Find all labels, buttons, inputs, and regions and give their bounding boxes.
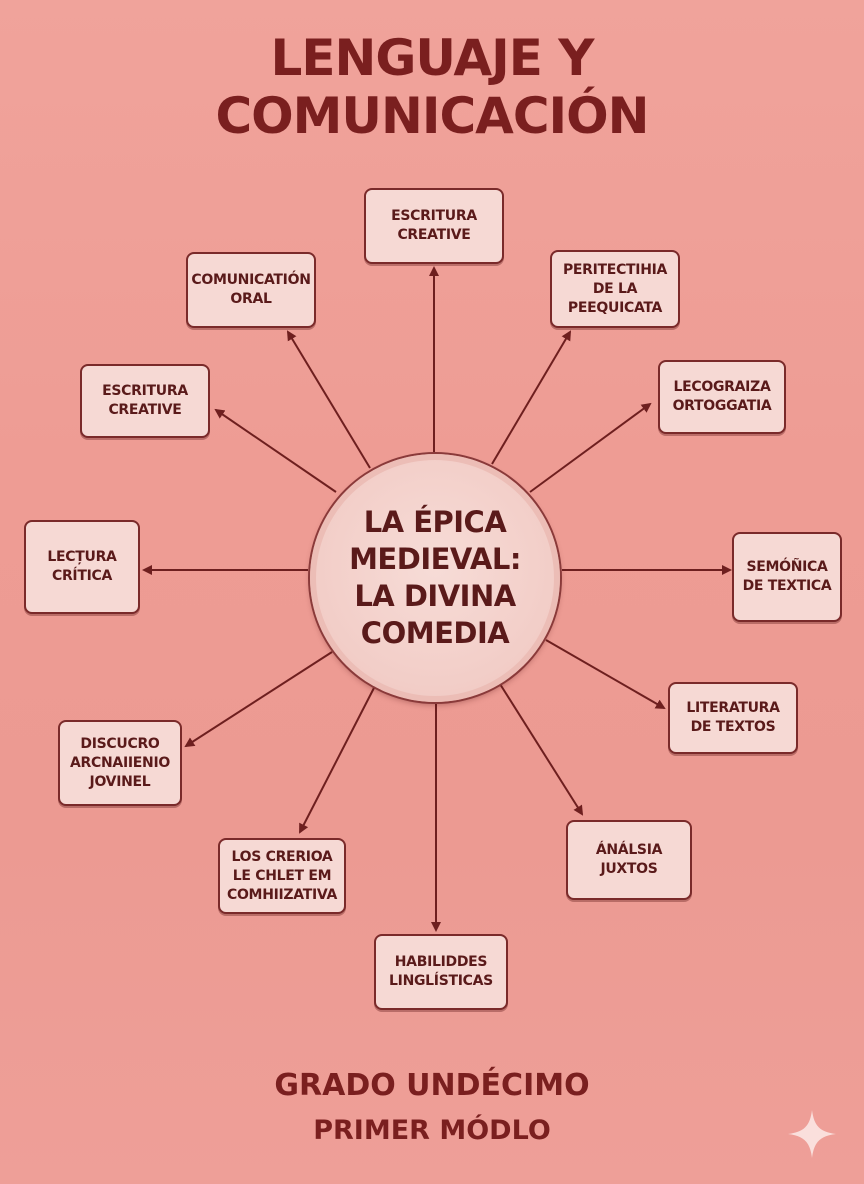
central-topic-circle: LA ÉPICA MEDIEVAL: LA DIVINA COMEDIA — [310, 454, 560, 702]
node-los-crerioa: LOS CRERIOA LE CHLET EM COMHIIZATIVA — [218, 838, 346, 914]
footer-module: PRIMER MÓDLO — [313, 1115, 551, 1146]
arrow-to-n11 — [214, 408, 337, 493]
arrow-to-n12 — [286, 330, 371, 469]
arrow-to-n6 — [499, 683, 584, 816]
node-semonica: SEMÓÑICA DE TEXTICA — [732, 532, 842, 622]
node-lectura-critica: LECȚURA CRÍTICA — [24, 520, 140, 614]
node-analsia: ÁNÁLSIA JUXTOS — [566, 820, 692, 900]
page-title-line-2: COMUNICACIÓN — [215, 87, 649, 145]
sparkle-icon — [788, 1110, 836, 1158]
page-title-line-1: LENGUAJE Y — [270, 29, 594, 87]
node-escritura-creative-top: ESCRITURA CREATIVE — [364, 188, 504, 264]
node-discucro: DISCUCRO ARCNAIIENIO JOVINEL — [58, 720, 182, 806]
node-habilidades: HABILIDDES LINGLÍSTICAS — [374, 934, 508, 1010]
node-peritectihia: PERITECTIHIA DE LA PEEQUICATA — [550, 250, 680, 328]
footer-grade: GRADO UNDÉCIMO — [274, 1068, 590, 1103]
node-comunicacion-oral: COMUNICATIÓN ORAL — [186, 252, 316, 328]
arrow-to-n2 — [491, 330, 572, 465]
arrow-to-n5 — [545, 639, 666, 709]
node-literatura: LITERATURA DE TEXTOS — [668, 682, 798, 754]
node-lecograiza: LECOGRAIZA ORTOGGATIA — [658, 360, 786, 434]
arrow-to-n8 — [299, 683, 377, 834]
node-escritura-creative-left: ESCRITURA CREATIVE — [80, 364, 210, 438]
arrow-to-n9 — [184, 651, 333, 748]
arrow-to-n3 — [529, 402, 652, 493]
